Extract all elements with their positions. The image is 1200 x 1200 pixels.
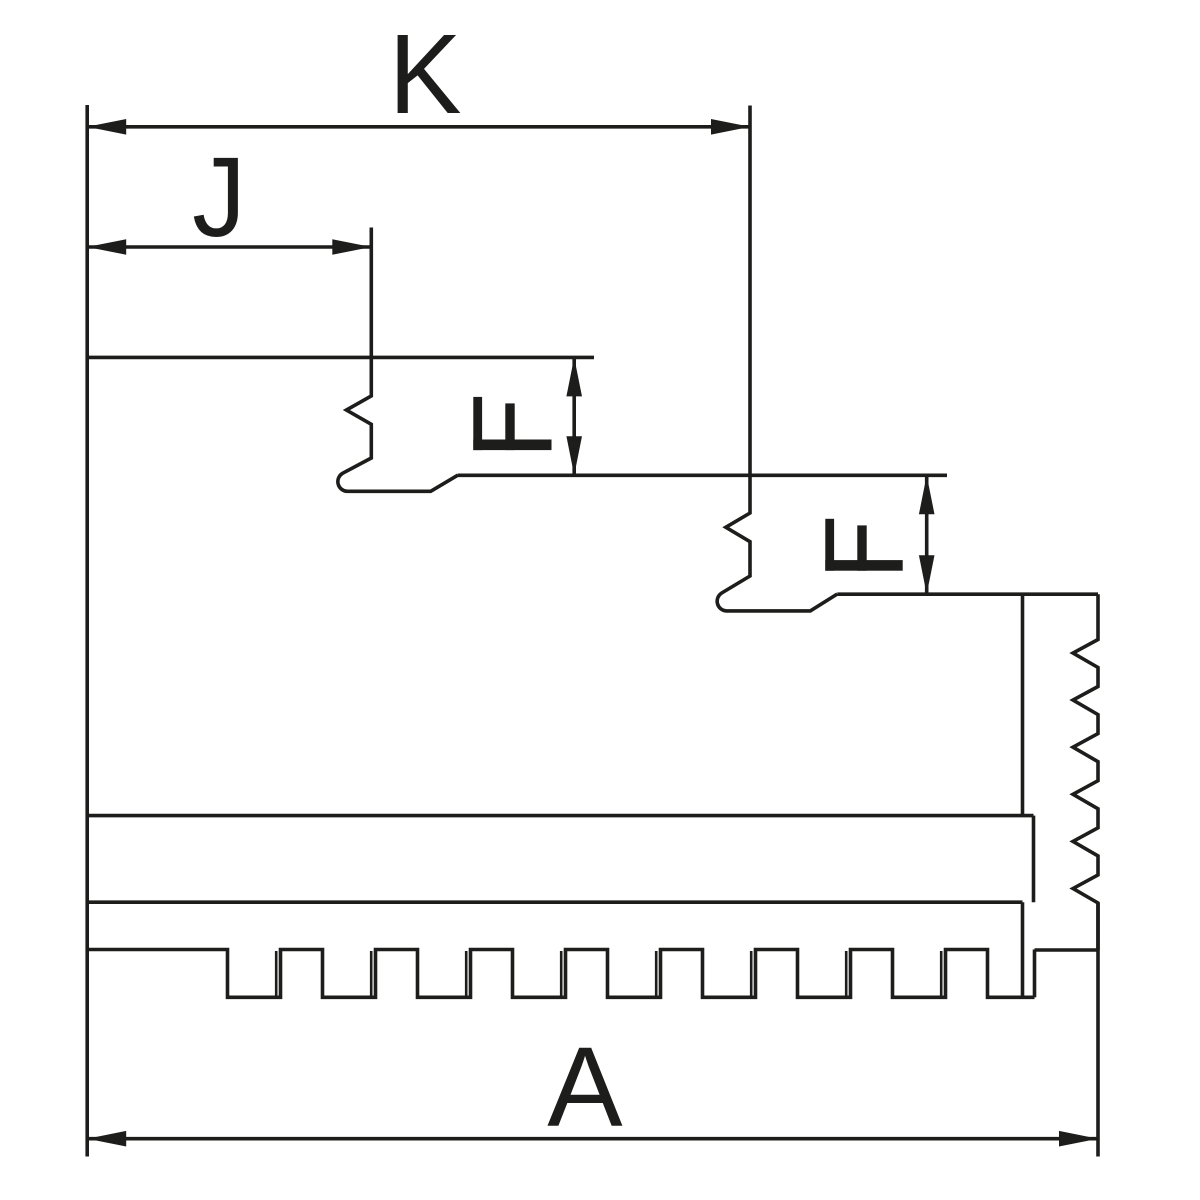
svg-text:A: A — [547, 1024, 623, 1150]
svg-text:J: J — [192, 135, 246, 261]
svg-text:K: K — [389, 11, 462, 138]
